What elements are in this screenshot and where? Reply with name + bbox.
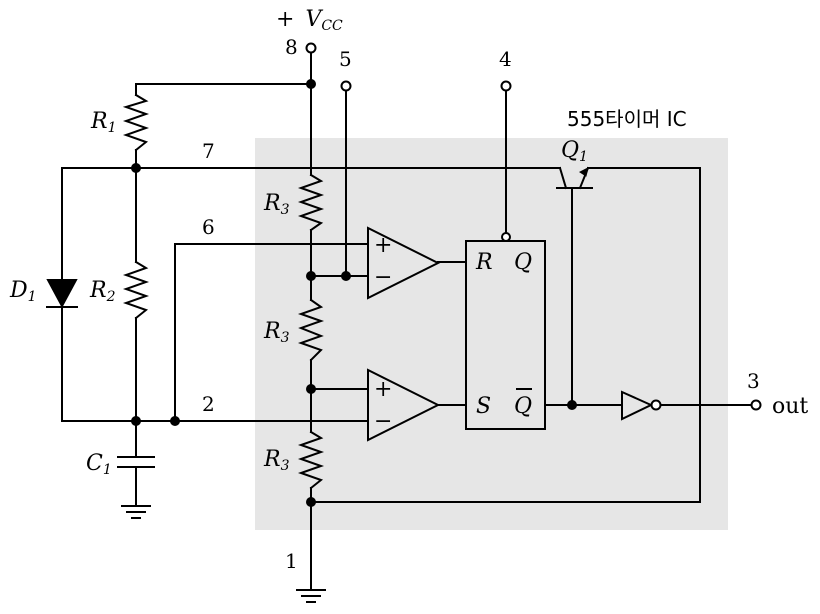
resistor-r1 bbox=[122, 93, 150, 152]
chip-label: 555타이머 IC bbox=[567, 107, 687, 131]
resistor-r2 bbox=[122, 260, 150, 320]
ff-s-label: S bbox=[476, 394, 491, 419]
comparator-lower bbox=[367, 368, 441, 442]
lower-minus-sign: − bbox=[374, 409, 392, 434]
transistor-q1 bbox=[556, 166, 593, 190]
pin-5-label: 5 bbox=[339, 47, 352, 71]
terminals bbox=[305, 42, 762, 411]
capacitor-c1 bbox=[117, 456, 155, 468]
vcc-label: + VCC bbox=[276, 7, 343, 34]
pin-6-label: 6 bbox=[202, 215, 215, 239]
wires bbox=[61, 51, 753, 603]
d1-label: D1 bbox=[9, 278, 37, 305]
ff-q-label: Q bbox=[514, 250, 532, 275]
inverter bbox=[621, 390, 662, 421]
reset-inversion-bubble bbox=[501, 232, 511, 242]
lower-plus-sign: + bbox=[374, 377, 392, 402]
pin-7-label: 7 bbox=[202, 139, 215, 163]
q1-label: Q1 bbox=[561, 138, 588, 165]
out-label: out bbox=[772, 394, 808, 419]
resistor-r3-bottom bbox=[297, 430, 325, 490]
flip-flop bbox=[465, 240, 546, 430]
junction-dots bbox=[131, 79, 577, 507]
ff-qbar-label: Q bbox=[514, 394, 532, 419]
pin-4-label: 4 bbox=[499, 47, 512, 71]
pin-1-label: 1 bbox=[285, 549, 298, 573]
upper-minus-sign: − bbox=[374, 265, 392, 290]
ff-r-label: R bbox=[475, 250, 493, 275]
r2-label: R2 bbox=[89, 278, 116, 305]
c1-label: C1 bbox=[86, 451, 112, 478]
pin-2-label: 2 bbox=[202, 392, 215, 416]
upper-plus-sign: + bbox=[374, 233, 392, 258]
pin-8-label: 8 bbox=[285, 35, 298, 59]
r3-top-label: R3 bbox=[263, 191, 290, 218]
resistor-r3-mid bbox=[297, 298, 325, 362]
diode-d1 bbox=[46, 279, 78, 309]
comparator-upper bbox=[367, 226, 441, 300]
pin-3-label: 3 bbox=[747, 369, 760, 393]
resistor-r3-top bbox=[297, 173, 325, 232]
r3-bottom-label: R3 bbox=[263, 447, 290, 474]
r3-mid-label: R3 bbox=[263, 319, 290, 346]
r1-label: R1 bbox=[90, 109, 117, 136]
